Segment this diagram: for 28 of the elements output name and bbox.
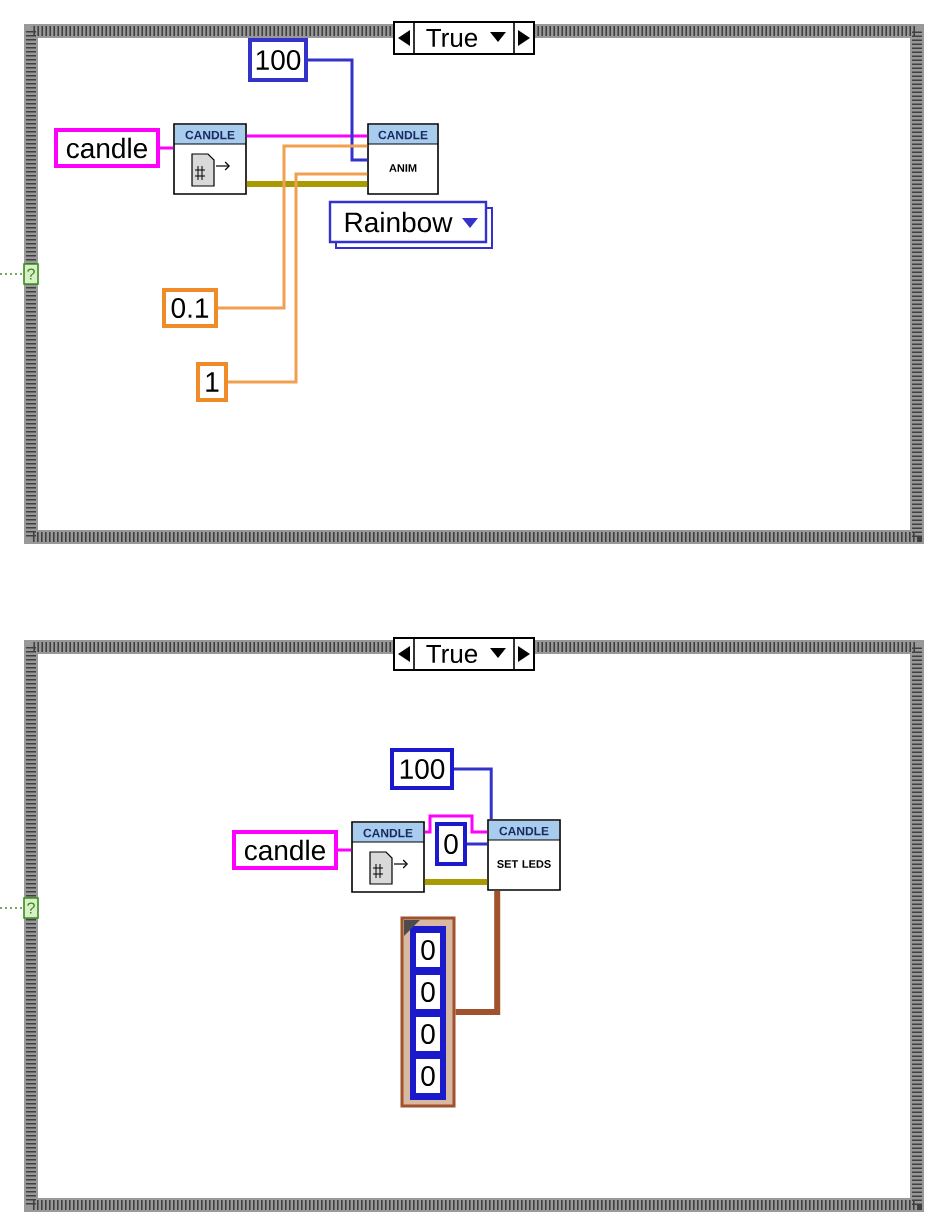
wire xyxy=(308,58,368,162)
wire xyxy=(424,814,488,834)
array-element: 0 xyxy=(416,933,440,967)
numeric-constant: 1 xyxy=(196,362,228,402)
wire xyxy=(218,144,368,310)
array-element: 0 xyxy=(416,975,440,1009)
array-element: 0 xyxy=(416,1017,440,1051)
wire xyxy=(454,767,493,820)
numeric-constant: 100 xyxy=(248,38,308,82)
wire xyxy=(0,907,24,909)
numeric-constant: 0 xyxy=(435,822,467,866)
numeric-constant: 0.1 xyxy=(162,288,218,328)
string-constant: candle xyxy=(232,830,338,870)
wire xyxy=(424,879,488,885)
array-element: 0 xyxy=(416,1059,440,1093)
wire xyxy=(160,146,174,150)
numeric-constant: 100 xyxy=(390,748,454,790)
selector-terminal: ? xyxy=(23,897,39,919)
wire xyxy=(228,172,368,384)
wire xyxy=(455,890,501,1015)
ring-constant: Rainbow xyxy=(328,200,493,249)
wire xyxy=(246,181,368,187)
string-constant: candle xyxy=(54,128,160,168)
wire xyxy=(467,842,488,846)
wire xyxy=(338,848,352,852)
wire xyxy=(246,134,368,138)
selector-terminal: ? xyxy=(23,263,39,285)
wire xyxy=(0,273,24,275)
